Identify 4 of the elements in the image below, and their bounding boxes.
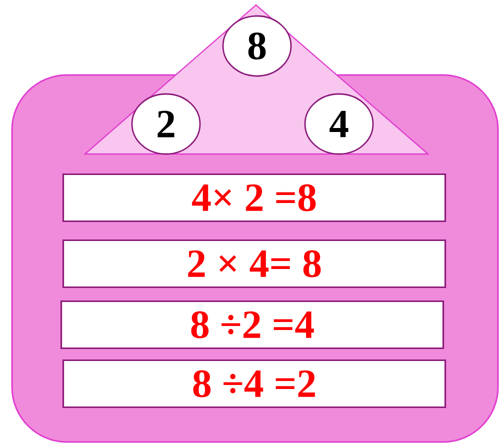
equation-box: 4× 2 =8 bbox=[62, 173, 446, 222]
equation-box: 8 ÷4 =2 bbox=[62, 359, 446, 408]
equation-box: 8 ÷2 =4 bbox=[60, 300, 444, 350]
equation-box: 2 × 4= 8 bbox=[62, 239, 446, 288]
